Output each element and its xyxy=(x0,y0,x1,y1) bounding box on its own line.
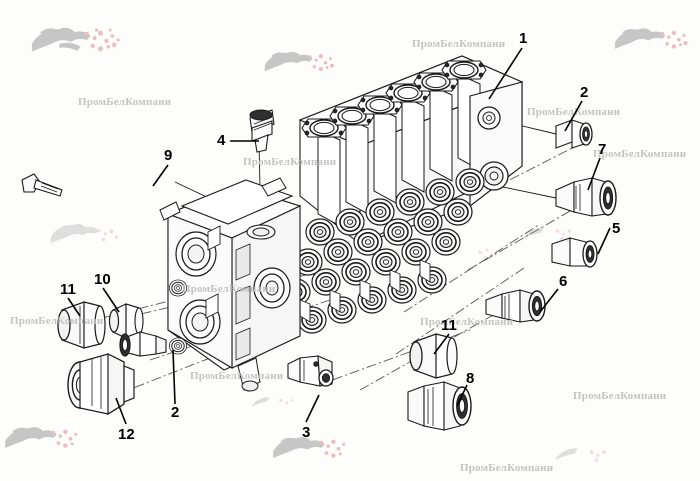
callout-9[interactable]: 9 xyxy=(164,147,173,164)
callout-4[interactable]: 4 xyxy=(217,132,226,149)
callout-1[interactable]: 1 xyxy=(519,30,528,47)
callout-3[interactable]: 3 xyxy=(302,424,311,441)
callout-7[interactable]: 7 xyxy=(598,141,607,158)
callout-11-right[interactable]: 11 xyxy=(441,317,457,334)
callout-12[interactable]: 12 xyxy=(118,426,135,443)
callout-11-left[interactable]: 11 xyxy=(60,281,76,298)
callout-2-left[interactable]: 2 xyxy=(171,404,180,421)
callout-5[interactable]: 5 xyxy=(612,220,621,237)
callout-2[interactable]: 2 xyxy=(580,84,589,101)
callout-10[interactable]: 10 xyxy=(94,271,111,288)
callout-8[interactable]: 8 xyxy=(466,370,475,387)
callout-6[interactable]: 6 xyxy=(559,273,568,290)
